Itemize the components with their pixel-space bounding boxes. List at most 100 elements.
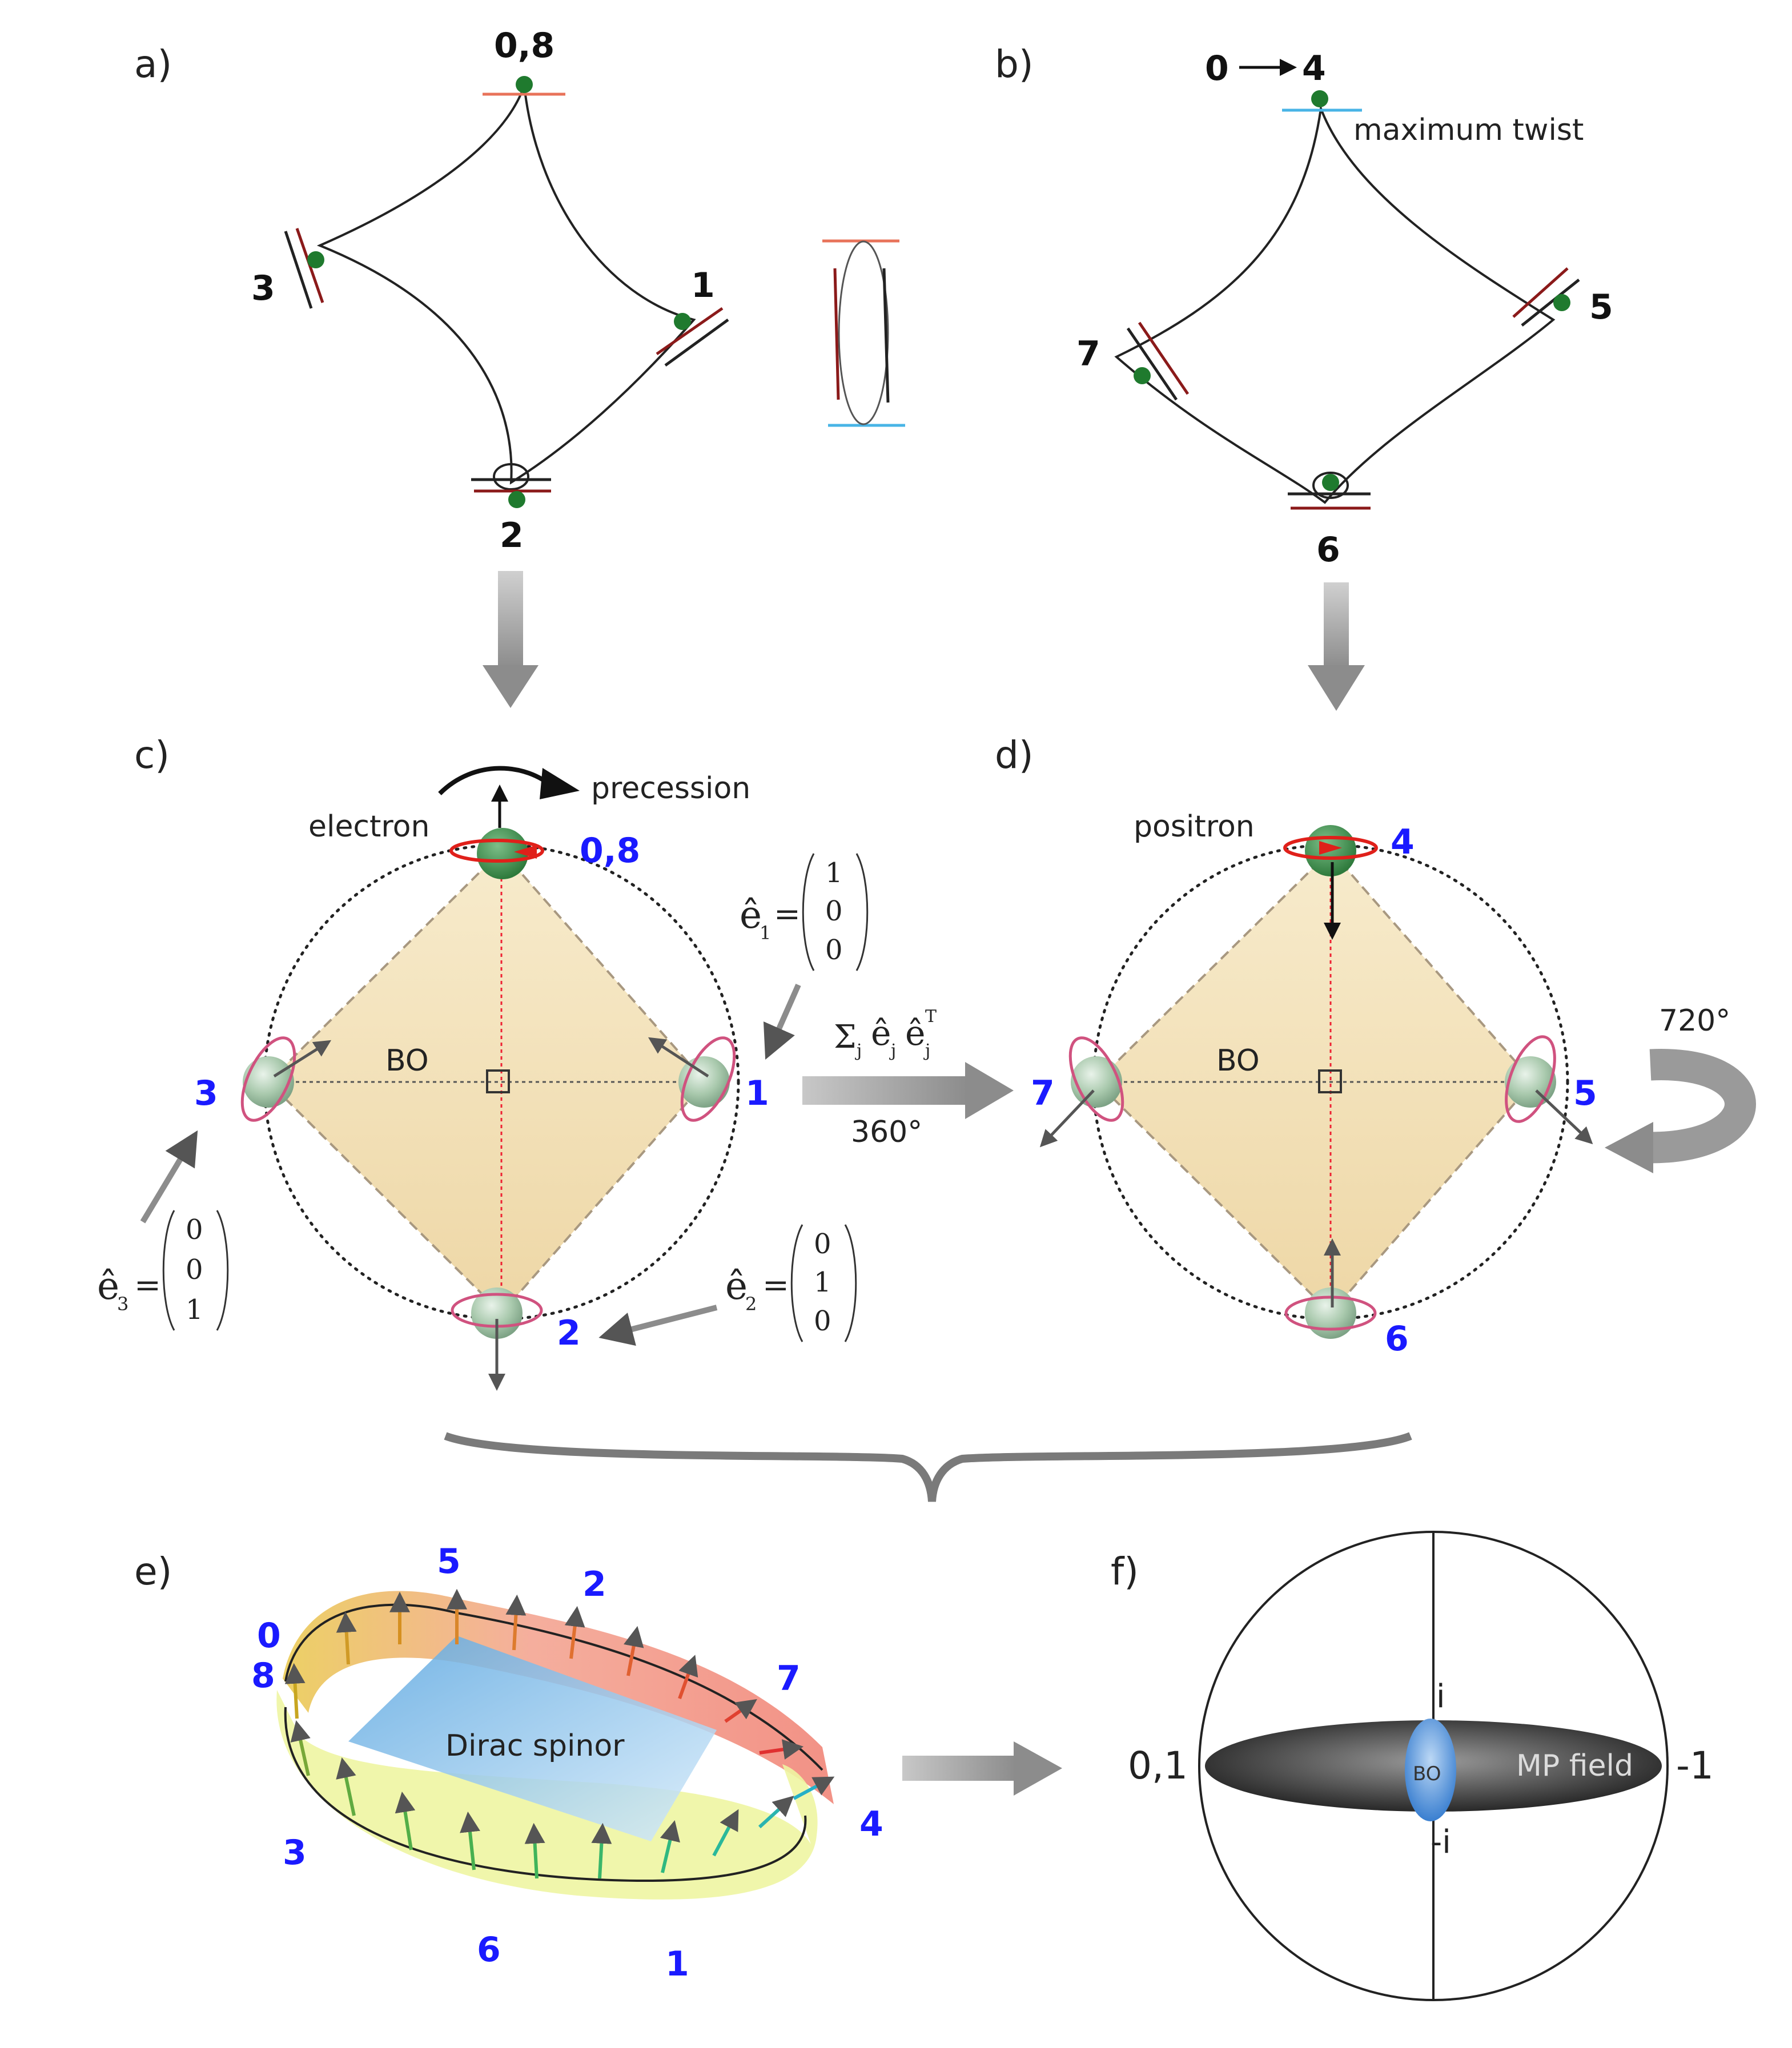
rotation-label: 720° [1659,1004,1730,1038]
panel-a-label: a) [134,42,172,86]
node-b-right [1553,294,1570,311]
label-c-right: 1 [745,1073,769,1113]
label-e-7: 7 [777,1659,801,1699]
label-d-top: 4 [1391,822,1415,862]
svg-text:1: 1 [186,1294,203,1326]
svg-text:=: = [774,896,801,933]
svg-text:=: = [134,1267,161,1304]
ring-arrow-c-top [514,845,537,859]
precession-head [540,768,580,799]
label-max-twist: maximum twist [1353,113,1584,147]
label-d-left: 7 [1031,1073,1055,1113]
svg-text:0: 0 [825,895,843,927]
label-f-top: i [1436,1678,1445,1715]
label-a-top: 0,8 [494,26,555,66]
label-f-right: -1 [1676,1744,1714,1788]
svg-text:0: 0 [825,934,843,966]
panel-c-label: c) [134,733,170,777]
tick-a-bottom [471,463,551,493]
band-edge-2 [284,1707,807,1882]
precession-label: precession [591,771,750,806]
node-b-top [1311,90,1328,107]
panel-c: c) BO precession electron 0,8 3 1 2 [97,733,869,1391]
arrow-c-left [273,1040,332,1078]
ball-d-left [1071,1056,1122,1108]
label-c-bottom: 2 [557,1313,581,1353]
svg-text:0: 0 [186,1254,203,1286]
label-e-8: 8 [251,1656,275,1696]
label-e-5: 5 [437,1542,461,1582]
label-a-left: 3 [251,268,275,308]
label-b-to: 4 [1302,49,1326,88]
panel-a: a) 0,8 3 1 2 [134,26,905,556]
ring-c-top [449,839,544,863]
svg-text:0: 0 [814,1228,831,1260]
panel-e: e) Dirac spinor [134,1542,883,1984]
vector-e3: ê 3 = 0 0 1 [97,1130,229,1331]
label-c-left: 3 [194,1073,218,1113]
svg-text:ê: ê [97,1264,119,1308]
panel-f: f) BO MP field 0,1 -1 i -i [1111,1531,1714,2001]
band-arrows-bottom [290,1720,835,1879]
transfer-arrow: Σ j ê j ê j T 360° [802,1007,1014,1149]
arrow-d-left [1039,1089,1095,1148]
ball-d-bottom [1305,1287,1356,1339]
bo-label-f: BO [1413,1763,1441,1785]
sum-e2-sub: j [923,1041,930,1061]
svg-text:0: 0 [814,1305,831,1337]
node-a-top [516,76,533,93]
node-a-bottom [508,491,525,508]
svg-text:1: 1 [814,1266,831,1298]
rotation-arrow-720: 720° [1605,1004,1756,1173]
label-d-right: 5 [1573,1073,1597,1113]
svg-text:1: 1 [760,922,771,944]
panel-f-label: f) [1111,1550,1139,1594]
sum-e1-sub: j [889,1041,896,1061]
label-e-3: 3 [283,1833,307,1873]
svg-text:ê: ê [725,1264,748,1308]
bo-ellipse-f [1405,1719,1456,1821]
label-f-bottom: -i [1431,1824,1451,1861]
band-back [283,1591,834,1804]
arrow-d-right [1535,1089,1593,1145]
center-label-d: BO [1216,1044,1260,1078]
arrow-e-to-f [902,1741,1062,1796]
center-label-c: BO [385,1044,429,1078]
arrow-a-to-c [483,571,539,708]
vector-e2: ê 2 = 0 1 0 [598,1224,857,1346]
arrow-b-to-d [1308,582,1365,711]
sum-e1: ê [871,1013,891,1053]
node-b-left [1134,367,1151,384]
tick-a-left [284,228,324,309]
sum-transpose: T [925,1007,937,1027]
ring-d-top [1283,836,1378,860]
dirac-sheet [348,1636,717,1841]
curve-b [1114,104,1556,504]
svg-text:1: 1 [825,857,843,889]
ring-d-left [1068,1036,1124,1122]
ring-d-right [1505,1035,1556,1123]
particle-d: positron [1134,810,1255,844]
tick-b-left [1126,321,1190,401]
svg-text:2: 2 [745,1293,757,1315]
svg-text:3: 3 [117,1293,128,1315]
sum-e2: ê [905,1013,926,1053]
tick-a-right [656,307,729,367]
arrow-c-right [648,1037,709,1078]
ball-d-right [1505,1056,1556,1108]
label-e-1: 1 [665,1944,689,1984]
node-a-left [307,251,324,268]
label-c-top: 0,8 [580,831,640,871]
panel-d-label: d) [995,733,1034,777]
particle-c: electron [308,810,429,844]
ball-c-left [243,1056,294,1108]
svg-text:=: = [762,1267,789,1304]
svg-text:ê: ê [740,893,762,937]
tick-b-bottom [1288,472,1371,510]
sum-symbol: Σ [834,1019,857,1056]
label-e-6: 6 [477,1930,501,1970]
band-arrows-top [284,1588,804,1760]
svg-text:0: 0 [186,1214,203,1246]
label-b-left: 7 [1076,334,1100,374]
vector-e1: ê 1 = 1 0 0 [740,853,869,1060]
